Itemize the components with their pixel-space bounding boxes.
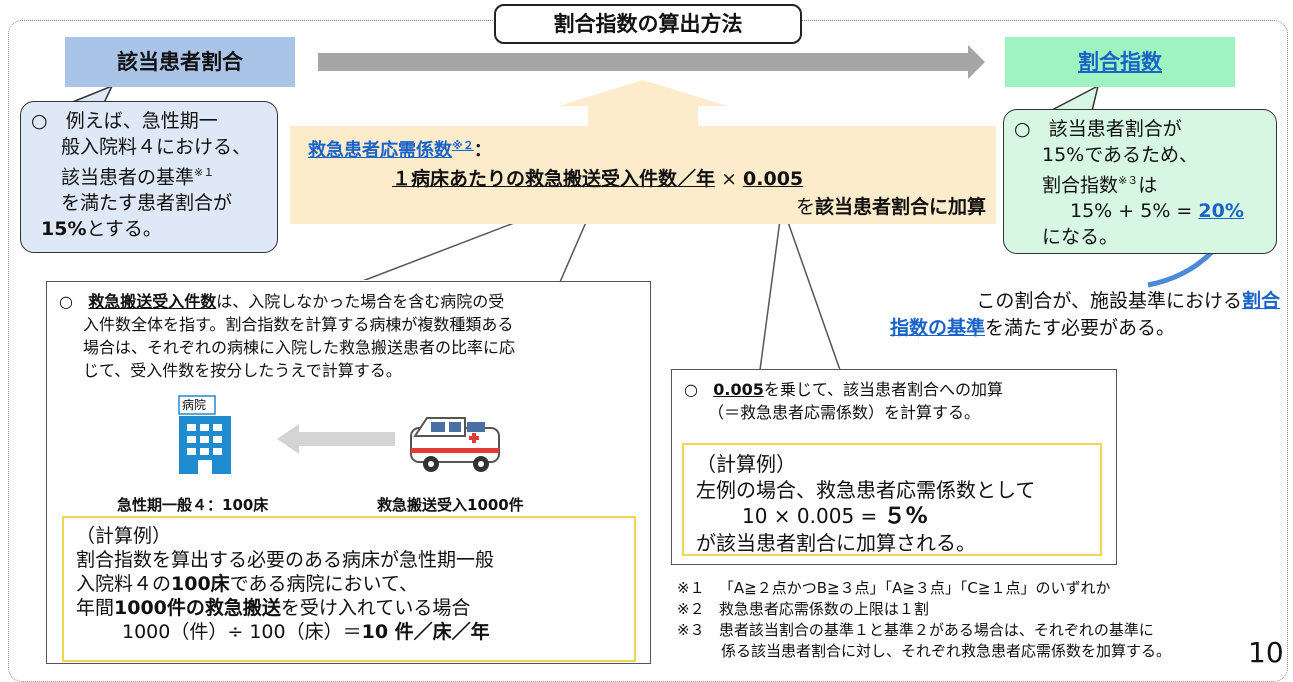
factor-panel: ○ 0.005を乗じて、該当患者割合への加算 （＝救急患者応需係数）を計算する。	[671, 369, 1117, 565]
footnote-1: ※１ 「A≧２点かつB≧３点」「A≧３点」「C≧１点」のいずれか	[677, 578, 1277, 599]
example-bubble-right: ○ 該当患者割合が 15%であるため、 割合指数※３は 15% + 5% = 2…	[1003, 109, 1277, 254]
bullet-mark: ○	[1014, 118, 1031, 140]
transport-count-term: 救急搬送受入件数	[88, 292, 217, 311]
panel1-text3: 場合は、それぞれの病棟に入院した救急搬送患者の比率に応	[83, 338, 516, 357]
footnote-text: 係る該当患者割合に対し、それぞれ救急患者応需係数を加算する。	[721, 642, 1172, 660]
factor-term: 0.005	[713, 380, 764, 399]
panel2-text2: （＝救急患者応需係数）を計算する。	[708, 403, 981, 422]
footnote-mark: ※３	[677, 621, 705, 639]
footnote-ref-1: ※１	[194, 166, 215, 179]
panel1-text1: は、入院しなかった場合を含む病院の受	[216, 292, 505, 311]
panel2-callout	[759, 204, 842, 371]
bubble-left-line3: 該当患者の基準	[61, 166, 195, 189]
bubble-right-tail	[1049, 84, 1100, 112]
calc-title: （計算例）	[76, 525, 172, 547]
requirement-link-a: 割合	[1241, 290, 1280, 312]
page-number: 10	[1248, 636, 1284, 669]
panel2-text1: を乗じて、該当患者割合への加算	[763, 380, 1004, 399]
footnote-3: ※３ 患者該当割合の基準１と基準２がある場合は、それぞれの基準に	[677, 620, 1277, 641]
calc-line1: 左例の場合、救急患者応需係数として	[696, 478, 1036, 502]
transports-1000: 1000件の救急搬送	[114, 597, 281, 619]
calc-line1: 割合指数を算出する必要のある病床が急性期一般	[76, 549, 495, 571]
ambulance-caption: 救急搬送受入1000件	[377, 496, 524, 514]
calc-line2a: 入院料４の	[76, 573, 172, 595]
calc-line3c: を受け入れている場合	[280, 597, 471, 619]
panel1-text4: じて、受入件数を按分したうえで計算する。	[83, 361, 402, 380]
result-per-bed: 10 件／床／年	[361, 621, 490, 643]
admission-arrow	[277, 424, 395, 454]
coefficient-band	[290, 126, 996, 224]
percent-5: ５%	[883, 504, 928, 529]
hospital-caption: 急性期一般４：100床	[117, 496, 269, 514]
bullet-mark: ○	[59, 292, 73, 311]
footnote-text: 患者該当割合の基準１と基準２がある場合は、それぞれの基準に	[718, 621, 1154, 639]
calc-example-right: （計算例） 左例の場合、救急患者応需係数として 10 × 0.005 = ５% …	[682, 443, 1102, 556]
tail-particle: を	[795, 196, 815, 218]
bullet-mark: ○	[31, 110, 48, 132]
footnote-ref-3: ※３	[1118, 174, 1139, 187]
coefficient-label: 救急患者応需係数	[308, 140, 452, 161]
bubble-left-line4: を満たす患者割合が	[61, 192, 233, 215]
footnote-3-cont: 係る該当患者割合に対し、それぞれ救急患者応需係数を加算する。	[677, 641, 1277, 662]
transport-count-panel: ○ 救急搬送受入件数は、入院しなかった場合を含む病院の受 入件数全体を指す。割合…	[46, 281, 651, 664]
percent-20: 20%	[1198, 200, 1244, 223]
footnote-ref-2: ※２	[452, 139, 474, 152]
footnotes: ※１ 「A≧２点かつB≧３点」「A≧３点」「C≧１点」のいずれか ※２ 救急患者…	[677, 578, 1277, 662]
bubble-left-line5: とする。	[86, 218, 162, 241]
add-to-ratio: 該当患者割合に加算	[814, 196, 986, 218]
factor-value: 0.005	[743, 168, 804, 190]
calc-title: （計算例）	[696, 452, 796, 476]
footnote-mark: ※２	[677, 600, 705, 618]
bubble-right-line2: 15%であるため、	[1042, 144, 1199, 166]
times-sign: ×	[721, 168, 737, 190]
percent-15: 15%	[41, 218, 87, 241]
footnote-text: 救急患者応需係数の上限は１割	[718, 600, 929, 618]
footnote-mark: ※１	[677, 579, 705, 597]
example-bubble-left: ○ 例えば、急性期一 般入院料４における、 該当患者の基準※１ を満たす患者割合…	[20, 101, 278, 253]
calc-line2a: 10 × 0.005 =	[742, 504, 884, 528]
bubble-right-line5: になる。	[1042, 226, 1119, 249]
ratio-index-label: 割合指数	[1005, 37, 1235, 87]
calc-line3: が該当患者割合に加算される。	[696, 531, 976, 555]
sum-expression: 15% + 5% =	[1070, 200, 1199, 223]
requirement-text-a: この割合が、施設基準における	[976, 290, 1242, 312]
hospital-icon	[178, 395, 231, 474]
footnote-text: 「A≧２点かつB≧３点」「A≧３点」「C≧１点」のいずれか	[718, 579, 1111, 597]
bubble-right-line1: 該当患者割合が	[1048, 118, 1182, 140]
up-arrow	[558, 80, 728, 126]
requirement-note: この割合が、施設基準における割合 指数の基準を満たす必要がある。	[890, 288, 1280, 342]
beds-100: 100床	[171, 573, 230, 595]
ambulance-icon	[410, 417, 500, 472]
calc-line3a: 年間	[76, 597, 115, 619]
patient-ratio-label: 該当患者割合	[65, 37, 295, 87]
formula-text: １病床あたりの救急搬送受入件数／年	[392, 168, 716, 190]
hospital-sign: 病院	[182, 398, 207, 412]
main-flow-arrow	[318, 45, 985, 79]
requirement-text-b: を満たす必要がある。	[985, 317, 1176, 339]
calc-line4a: 1000（件）÷ 100（床）＝	[122, 621, 362, 643]
bubble-left-line2: 般入院料４における、	[61, 136, 252, 158]
bubble-right-line3: 割合指数	[1042, 174, 1119, 197]
page-title: 割合指数の算出方法	[494, 4, 802, 44]
calc-line2c: である病院において、	[229, 573, 418, 595]
colon: ：	[473, 140, 492, 161]
particle: は	[1138, 174, 1158, 197]
bubble-left-line1: 例えば、急性期一	[65, 110, 218, 132]
footnote-2: ※２ 救急患者応需係数の上限は１割	[677, 599, 1277, 620]
calc-example-left: （計算例） 割合指数を算出する必要のある病床が急性期一般 入院料４の100床であ…	[62, 516, 636, 662]
coefficient-formula: 救急患者応需係数※２： １病床あたりの救急搬送受入件数／年 × 0.005 を該…	[300, 132, 990, 221]
panel1-text2: 入件数全体を指す。割合指数を計算する病棟が複数種類ある	[83, 315, 514, 334]
requirement-link-b: 指数の基準	[890, 317, 986, 339]
bullet-mark: ○	[684, 380, 698, 399]
